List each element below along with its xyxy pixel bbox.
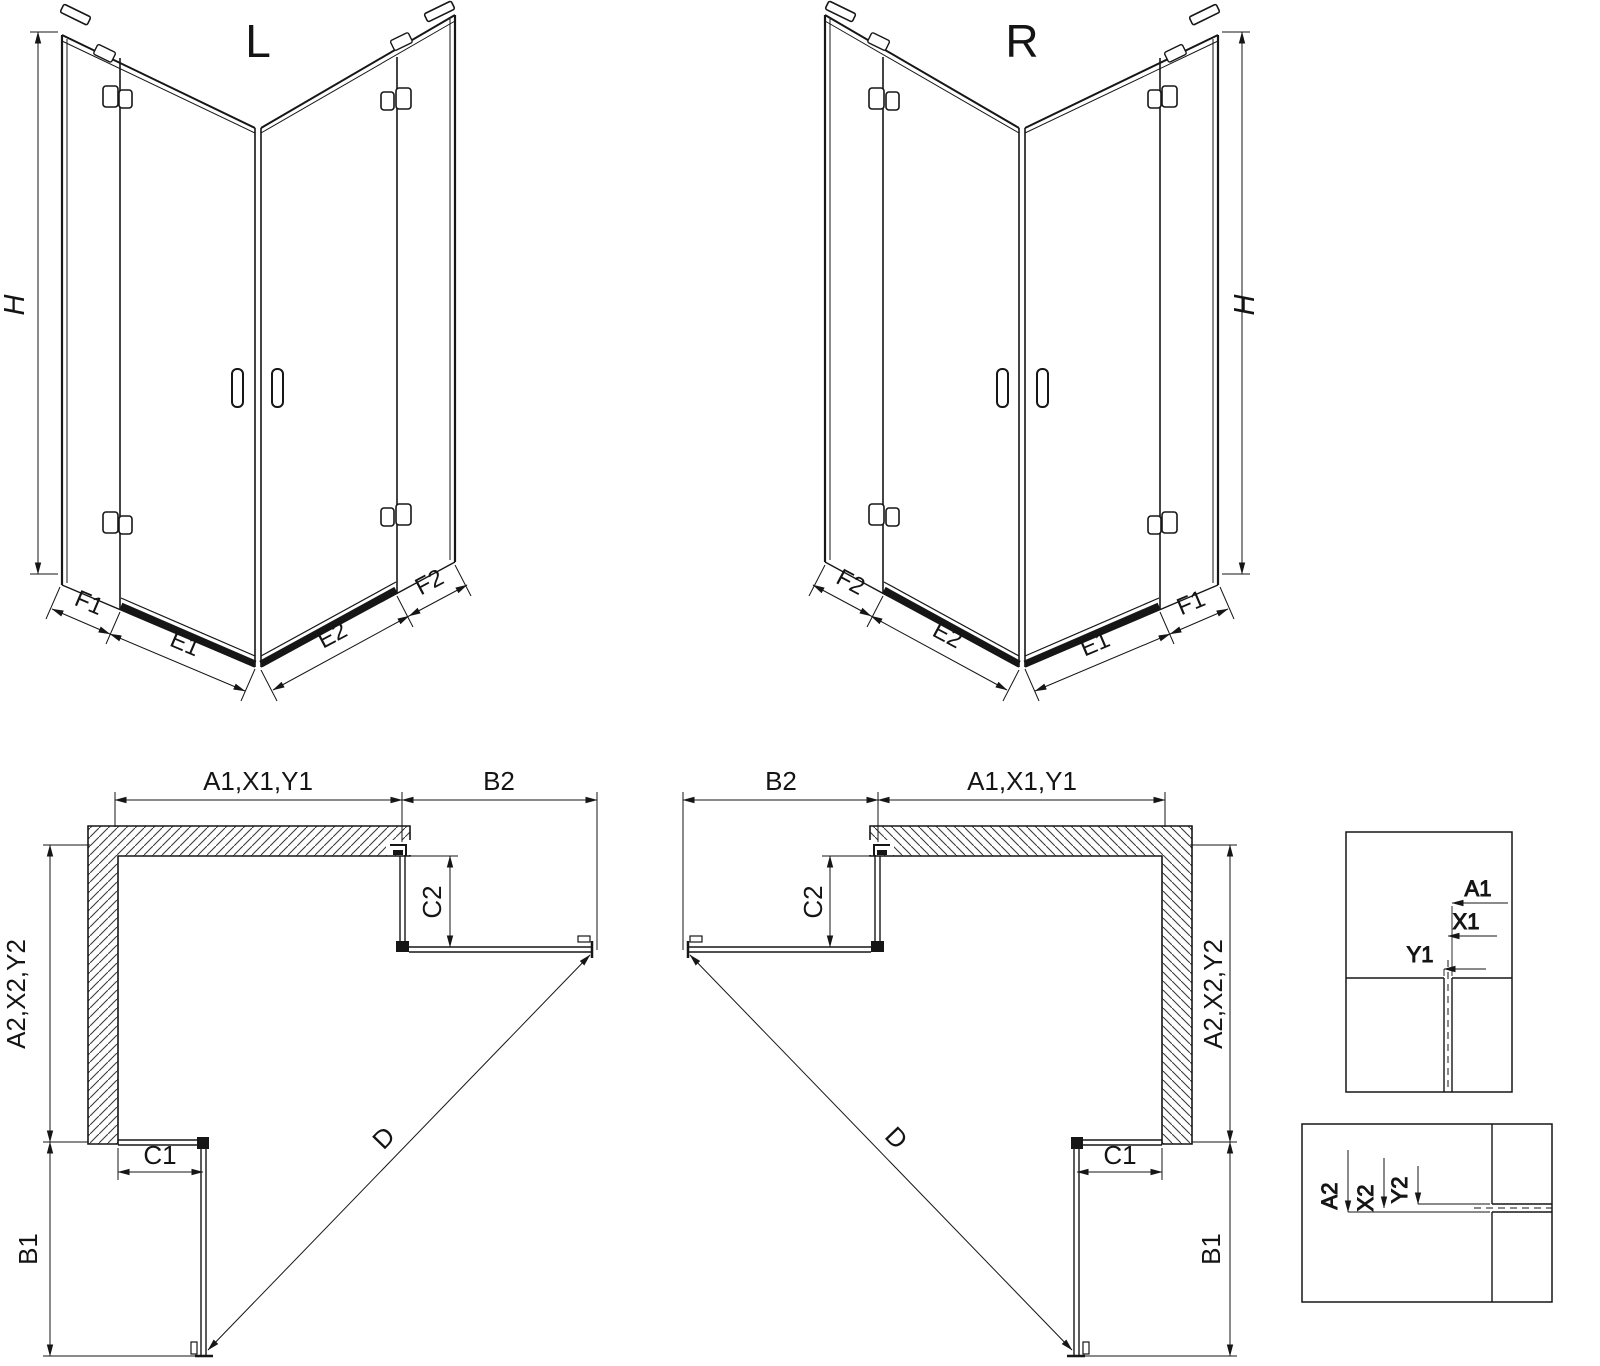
- plan-right-dim-b2: B2: [765, 766, 797, 796]
- detail-bottom-label-x2: X2: [1353, 1185, 1378, 1212]
- plan-right-dim-a2: A2,X2,Y2: [1198, 939, 1228, 1049]
- detail-top-label-x1: X1: [1453, 909, 1480, 934]
- plan-left-dim-a2: A2,X2,Y2: [1, 939, 31, 1049]
- dim-label-e2-right: E2: [928, 617, 967, 655]
- detail-bottom-label-y2: Y2: [1387, 1177, 1412, 1204]
- dim-label-e2-left: E2: [313, 617, 352, 655]
- plan-right-dim-a1: A1,X1,Y1: [967, 766, 1077, 796]
- plan-left-dim-a1: A1,X1,Y1: [203, 766, 313, 796]
- plan-right-dim-d: D: [879, 1121, 914, 1155]
- plan-left-dim-d: D: [366, 1121, 401, 1155]
- detail-top-label-a1: A1: [1465, 876, 1492, 901]
- plan-left-dim-c1: C1: [143, 1140, 176, 1170]
- plan-right-structure: [683, 792, 1237, 1356]
- view-label-left: L: [245, 15, 271, 67]
- plan-left-structure: [43, 792, 597, 1356]
- plan-right-dim-c1: C1: [1103, 1140, 1136, 1170]
- detail-top-label-y1: Y1: [1407, 942, 1434, 967]
- plan-right-dim-c2: C2: [798, 885, 828, 918]
- detail-bottom-label-a2: A2: [1317, 1183, 1342, 1210]
- plan-view-left: A1,X1,Y1 B2 C2 A2,X2,Y2 C1 B1 D: [1, 766, 597, 1356]
- plan-right-dim-b1: B1: [1196, 1233, 1226, 1265]
- iso-view-left: L H F1 E1 E2 F2: [0, 1, 471, 701]
- iso-view-right: R H F2 E2 E1 F1: [809, 1, 1261, 701]
- plan-left-dim-b1: B1: [13, 1233, 43, 1265]
- plan-left-dim-b2: B2: [483, 766, 515, 796]
- detail-section-top: A1 X1 Y1: [1345, 831, 1513, 1093]
- view-label-right: R: [1005, 15, 1038, 67]
- detail-section-bottom: A2 X2 Y2: [1301, 1123, 1553, 1303]
- plan-view-right: A1,X1,Y1 B2 C2 A2,X2,Y2 C1 B1 D: [683, 766, 1237, 1356]
- dim-label-h-right: H: [1229, 294, 1261, 315]
- dim-label-h-left: H: [0, 294, 31, 315]
- plan-left-dim-c2: C2: [417, 885, 447, 918]
